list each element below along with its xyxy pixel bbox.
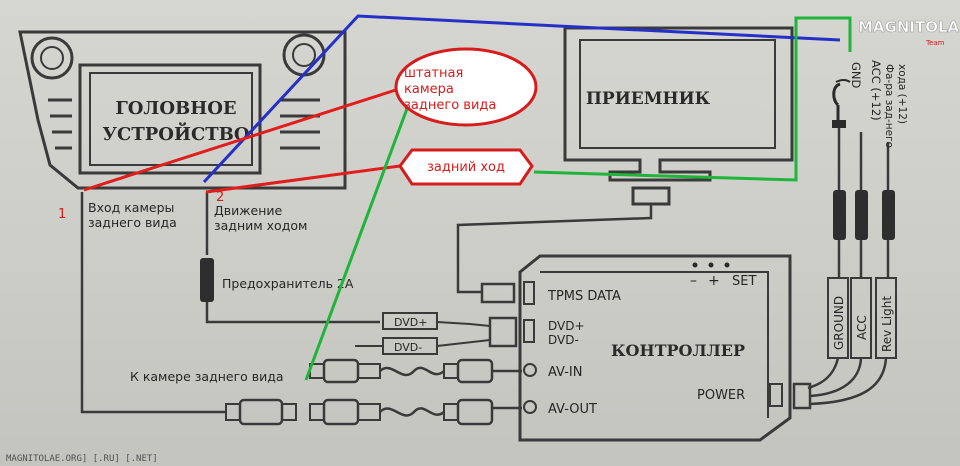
dvd-plus-wire-tag [382,312,438,330]
gnd-label: GND [849,62,863,89]
power-connector [792,382,812,410]
red-line-camera [83,86,403,192]
green-line-camera [304,105,410,381]
magnitola-logo: MAGNITOLA Team [858,18,960,47]
green-line-receiver [533,16,852,182]
stock-camera-text-1: штатная [404,66,463,81]
head-unit-screen [78,63,262,175]
port-tpms-label: TPMS DATA [547,289,621,304]
ground-icon [832,82,841,120]
port-av-in-label: AV-IN [548,365,582,380]
camera-cable: К камере заднего вида [80,192,522,426]
reverse-callout-text: задний ход [427,160,505,175]
acc-box-label: ACC [855,315,869,340]
left-knob-icon [30,36,74,80]
dvd-connector [488,316,518,348]
ground-box-label: GROUND [832,296,846,350]
controller: TPMS DATA DVD+ DVD- AV-IN AV-OUT POWER К… [518,254,792,442]
dvd-minus-wire-label: DVD- [394,341,422,354]
receiver-title: ПРИЕМНИК [586,89,711,109]
acc-label: ACC (+12) [869,60,883,121]
rev-box-label: Rev Light [880,296,894,352]
number-2: 2 [216,190,224,205]
to-camera-label: К камере заднего вида [130,369,284,384]
power-wires: GROUND ACC Rev Light GND ACC (+12) Фа-ра… [792,60,908,410]
head-unit-title-2: УСТРОЙСТВО [102,121,249,145]
rev-label-2: хода (+12) [896,64,908,124]
number-1: 1 [58,207,66,222]
fuse-wire: Предохранитель 2А DVD+ DVD- [200,192,518,355]
port-dvd-minus-label: DVD- [548,333,579,347]
reverse-label-1: Движение [214,203,283,218]
red-line-reverse [205,164,401,194]
logo-sub: Team [925,39,945,47]
stock-camera-callout: штатная камера заднего вида [394,47,538,127]
reverse-callout: задний ход [398,148,534,186]
receiver-connector [631,186,671,206]
port-dvd-plus-label: DVD+ [548,319,585,333]
camera-input-label-2: заднего вида [88,215,177,230]
fuse-label: Предохранитель 2А [222,276,354,291]
stock-camera-text-3: заднего вида [404,98,496,113]
controller-title: КОНТРОЛЛЕР [611,341,745,360]
camera-input-label-1: Вход камеры [88,200,174,215]
rev-label-1: Фа-ра зад-него [883,64,895,148]
head-unit-title-1: ГОЛОВНОЕ [115,98,236,119]
head-unit: ГОЛОВНОЕ УСТРОЙСТВО [18,30,347,190]
port-av-out-label: AV-OUT [548,402,597,417]
blue-line [202,14,841,184]
reverse-label-2: задним ходом [214,218,307,233]
receiver: ПРИЕМНИК [456,26,794,294]
dvd-plus-wire-label: DVD+ [394,316,428,329]
footer-watermark: MAGNITOLAE.ORG] [.RU] [.NET] [6,454,158,464]
port-power-label: POWER [697,388,745,403]
tpms-connector [480,282,516,304]
set-button-label: SET [732,274,756,289]
stock-camera-text-2: камера [404,82,454,97]
plus-button-label: + [708,273,720,289]
fuse-icon [200,258,214,302]
logo-text: MAGNITOLA [858,18,960,36]
minus-button-label: – [690,273,697,289]
right-knob-icon [282,33,326,77]
